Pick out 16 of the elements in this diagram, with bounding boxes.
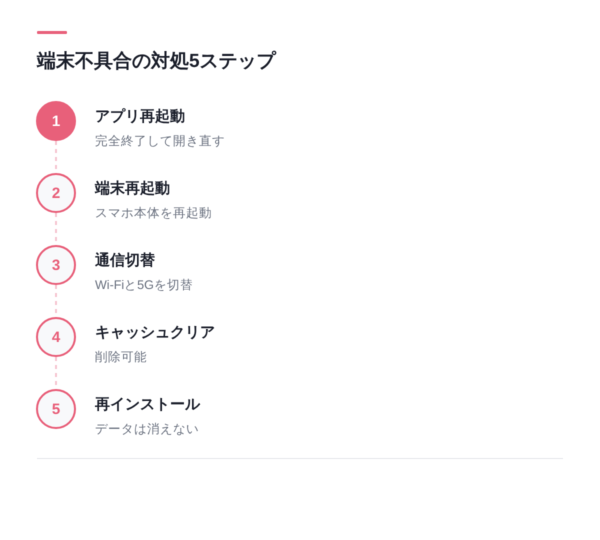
step-number-circle: 2 xyxy=(36,173,76,213)
step-description: データは消えない xyxy=(95,421,199,438)
step-title: 再インストール xyxy=(95,395,200,415)
step-number-circle: 1 xyxy=(36,101,76,141)
step-description: 完全終了して開き直す xyxy=(95,133,225,150)
step-title: 通信切替 xyxy=(95,251,155,271)
title: 端末不具合の対処5ステップ xyxy=(37,50,276,74)
step-number-circle: 5 xyxy=(36,389,76,429)
step-description: スマホ本体を再起動 xyxy=(95,205,212,222)
step-title: アプリ再起動 xyxy=(95,107,185,127)
step-title: キャッシュクリア xyxy=(95,323,215,343)
step-title: 端末再起動 xyxy=(95,179,170,199)
step-number-circle: 3 xyxy=(36,245,76,285)
step-description: 削除可能 xyxy=(95,349,147,366)
step-description: Wi-Fiと5Gを切替 xyxy=(95,277,193,294)
step-number-circle: 4 xyxy=(36,317,76,357)
